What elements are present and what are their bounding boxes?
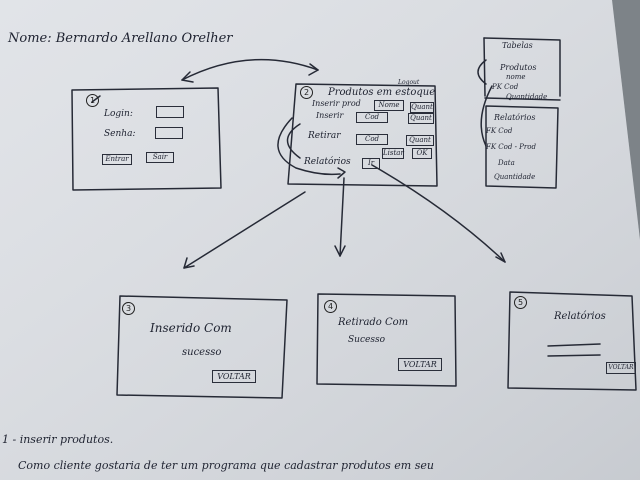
user-story-text: Como cliente gostaria de ter um programa… [18,459,434,472]
produtos-table-name: Produtos [500,63,537,72]
voltar-button[interactable]: VOLTAR [398,358,442,371]
screen-number: 5 [514,296,527,309]
screen-number: 3 [122,302,135,315]
retirar-quant-field[interactable]: Quant [406,135,434,146]
relatorios-field: FK Cod - Prod [486,143,536,151]
screen-number: 1 [86,94,99,107]
inserir-button-label: Inserir [316,111,344,120]
retirar-cod-field[interactable]: Cod [356,134,388,145]
produtos-field: PK Cod [492,83,519,91]
entrar-button[interactable]: Entrar [102,154,132,165]
inserido-message-line1: Inserido Com [150,321,232,335]
listar-button[interactable]: Listar [382,148,404,159]
login-field[interactable] [156,106,184,118]
relatorios-field: Data [498,159,515,167]
quant-field[interactable]: Quant [410,102,434,113]
senha-field[interactable] [155,127,183,139]
relatorios-go-button[interactable]: Ir [362,158,380,169]
tables-title: Tabelas [502,41,533,50]
inserir-label: Inserir prod [312,99,361,108]
retirado-message-line2: Sucesso [348,335,385,345]
screen2-title: Produtos em estoque [328,87,436,98]
inserido-message-line2: sucesso [182,347,222,358]
relatorios-table-name: Relatórios [494,113,536,122]
relatorios-label: Relatórios [304,157,351,167]
voltar-button[interactable]: VOLTAR [212,370,256,383]
screen-number: 4 [324,300,337,313]
nome-field[interactable]: Nome [374,100,404,111]
logout-label[interactable]: Logout [398,79,420,86]
inserir-cod-field[interactable]: Cod [356,112,388,123]
author-name: Nome: Bernardo Arellano Orelher [8,31,233,46]
ok-button[interactable]: OK [412,148,432,159]
relatorios-field: Quantidade [494,173,536,181]
user-story-title: 1 - inserir produtos. [2,433,114,446]
produtos-field: Quantidade [506,93,548,101]
relatorios-title: Relatórios [554,311,606,322]
senha-label: Senha: [104,129,136,139]
produtos-field: nome [506,73,526,81]
inserir-ok-button[interactable]: Quant [408,113,434,124]
screen-number: 2 [300,86,313,99]
retirar-label: Retirar [308,131,341,141]
voltar-button[interactable]: VOLTAR [606,362,636,374]
sair-button[interactable]: Sair [146,152,174,163]
retirado-message-line1: Retirado Com [338,317,409,328]
login-label: Login: [104,109,133,119]
relatorios-field: FK Cod [486,127,513,135]
